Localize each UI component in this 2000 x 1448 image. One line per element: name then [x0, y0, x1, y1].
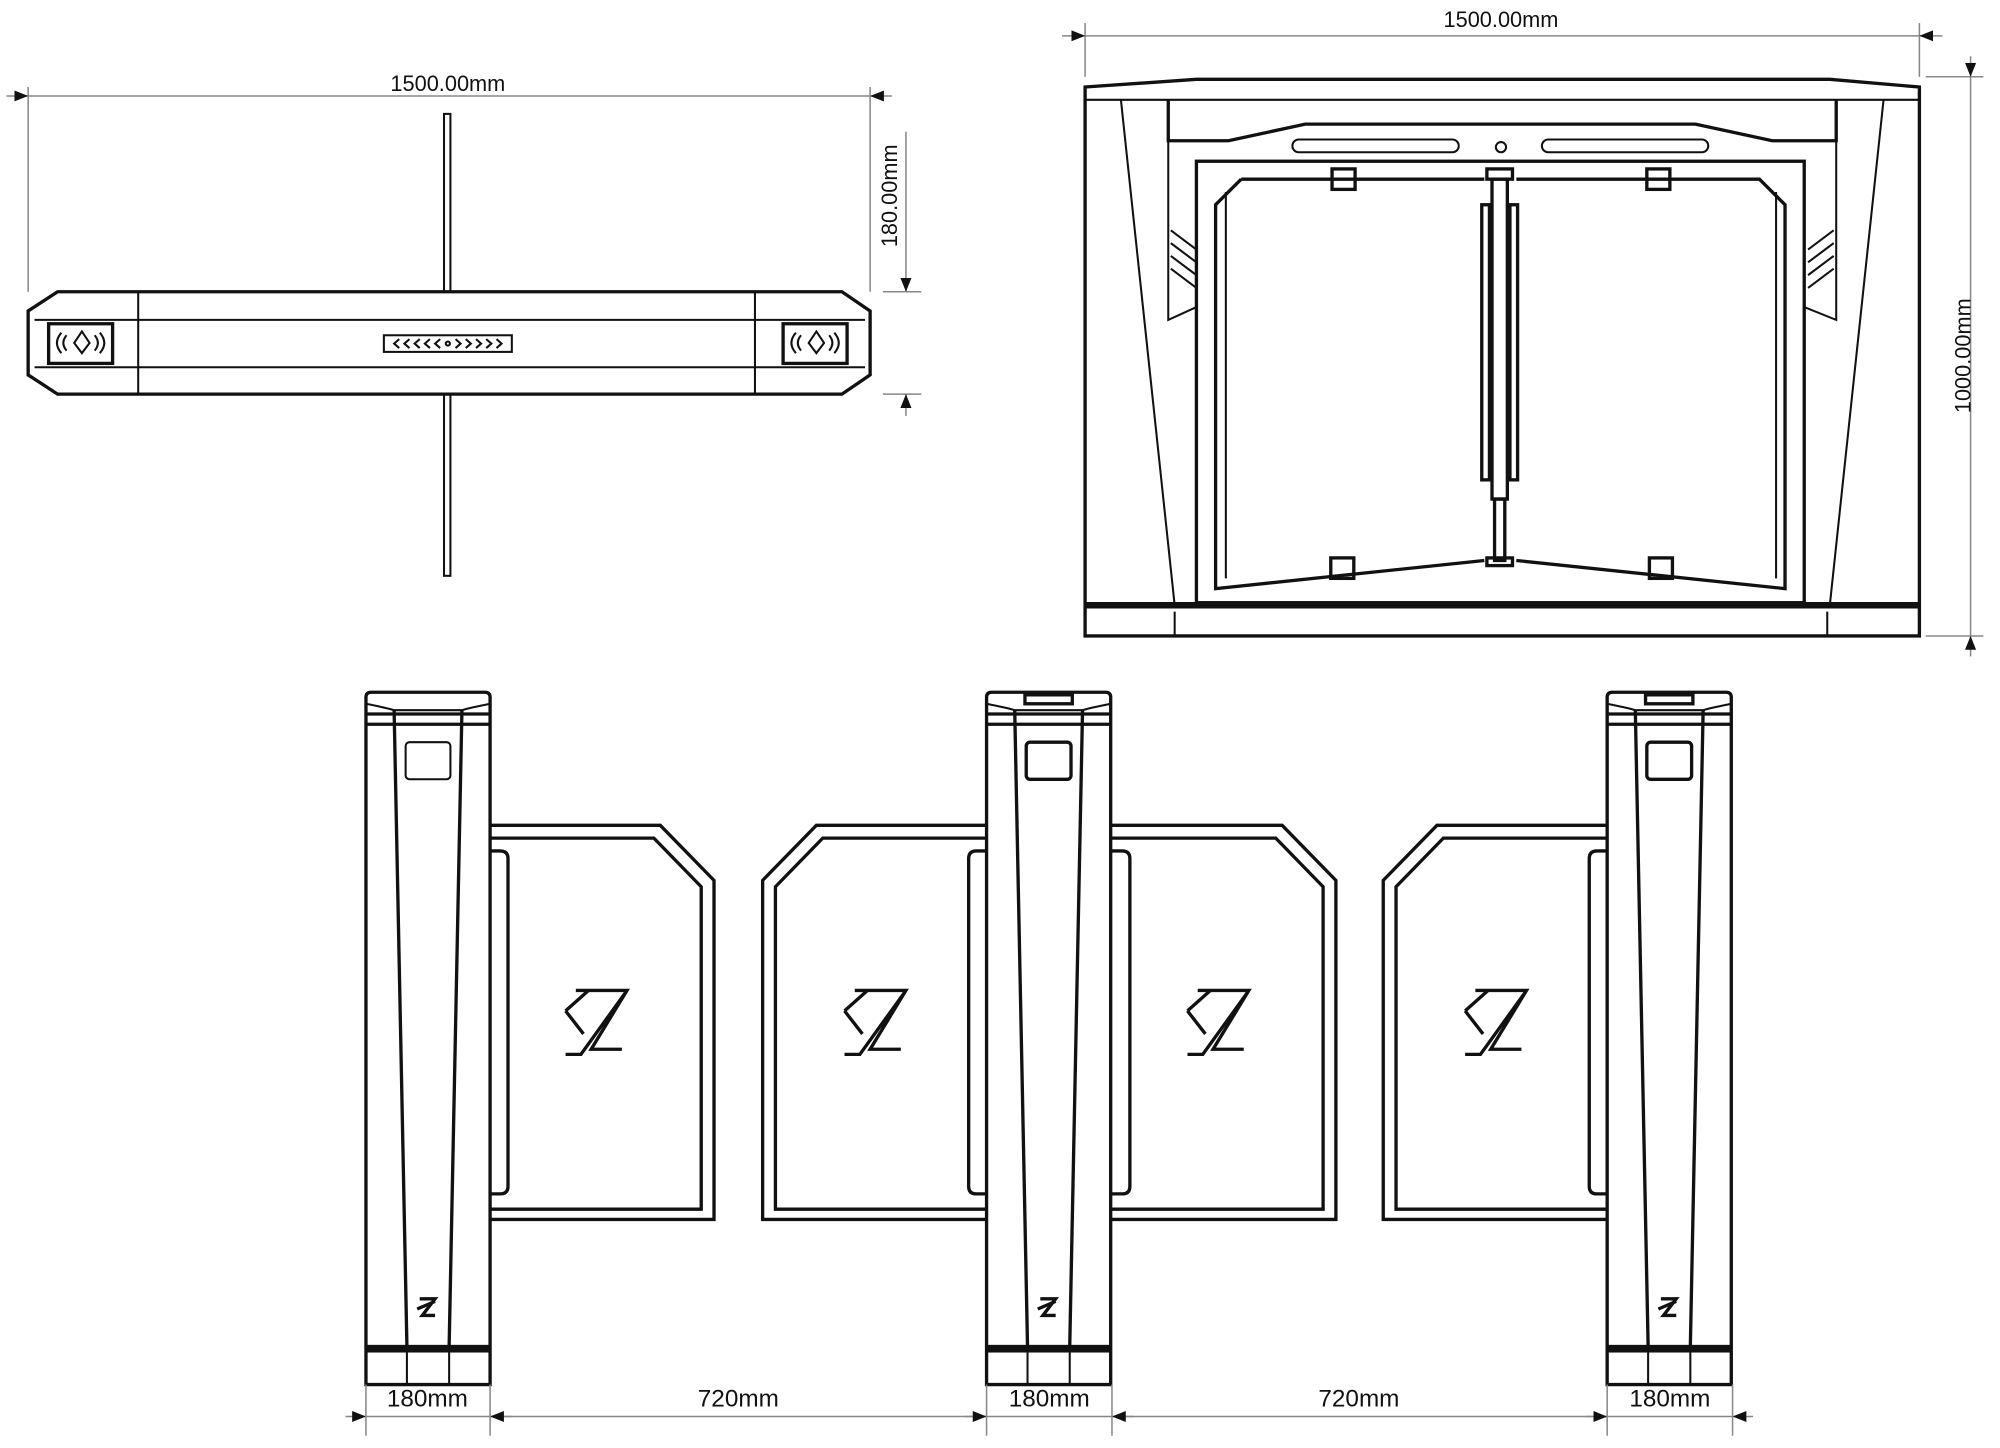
flap-holder: [1111, 849, 1132, 1196]
z-logo-icon: [416, 1297, 439, 1318]
flap-inner: [1394, 836, 1608, 1211]
turnstile-post: [984, 690, 1113, 1387]
flap-outer: [490, 823, 716, 1222]
flap-inner: [490, 836, 703, 1211]
z-logo-icon: [1186, 988, 1252, 1057]
turnstile-post: [364, 690, 492, 1387]
display-screen: [1024, 740, 1073, 781]
elevation-dimensions: 180mm 720mm 180mm 720mm 180mm: [345, 1384, 1754, 1436]
passage-window: [1194, 159, 1806, 605]
top-depth-dimension: 180.00mm: [877, 131, 922, 416]
dimension-label: 720mm: [698, 1385, 779, 1412]
glass-flap: [490, 823, 716, 1222]
direction-indicator-icon: [382, 334, 513, 353]
sensor-icon: [1494, 141, 1508, 154]
dimension-label: 720mm: [1318, 1385, 1399, 1412]
swing-arm-top: [442, 112, 452, 293]
top-view: 1500.00mm 180.00mm: [6, 71, 922, 577]
sensor-window: [1643, 693, 1695, 706]
front-width-dimension: 1500.00mm: [1062, 7, 1943, 77]
hinge-bracket: [1645, 167, 1672, 192]
flap-outer: [760, 823, 987, 1222]
light-slot: [1540, 138, 1710, 154]
light-slot: [1291, 138, 1460, 154]
front-frame: [1083, 77, 1922, 638]
z-logo-icon: [1657, 1297, 1680, 1318]
z-logo-icon: [843, 988, 909, 1057]
hinge-bracket: [1329, 556, 1356, 581]
turnstile-post: [1605, 690, 1733, 1387]
glass-flap: [760, 823, 987, 1222]
sensor-window: [1023, 693, 1074, 706]
display-screen: [1645, 740, 1694, 781]
flap-outer: [1381, 823, 1608, 1222]
glass-flap: [1111, 823, 1338, 1222]
swing-arm-bottom: [442, 393, 452, 577]
z-logo-icon: [564, 988, 630, 1057]
flap-outline: [1213, 177, 1787, 591]
elevation-view: [364, 690, 1733, 1387]
flap-holder: [1587, 849, 1608, 1196]
glass-flap: [1381, 823, 1608, 1222]
card-reader-icon: [46, 322, 115, 366]
top-depth-label: 180.00mm: [877, 144, 902, 247]
flap-holder: [966, 849, 987, 1196]
front-height-dimension: 1000.00mm: [1925, 56, 1984, 657]
cabinet-top: [26, 290, 872, 396]
base-band: [986, 1344, 1111, 1353]
flap-outer: [1111, 823, 1338, 1222]
card-reader-icon: [781, 322, 849, 366]
center-flaps: [1480, 167, 1520, 568]
dimension-label: 180mm: [387, 1385, 468, 1412]
post-body: [984, 690, 1113, 1387]
hinge-bracket: [1647, 556, 1675, 581]
front-height-label: 1000.00mm: [1951, 298, 1976, 413]
flap-inner: [1111, 836, 1325, 1211]
post-body: [364, 690, 492, 1387]
top-beam: [1166, 99, 1838, 143]
display-screen: [404, 741, 452, 781]
front-width-label: 1500.00mm: [1444, 7, 1559, 32]
front-view: 1500.00mm 1000.00mm: [1062, 7, 1984, 657]
dimension-label: 180mm: [1009, 1385, 1090, 1412]
dimension-label: 180mm: [1629, 1385, 1710, 1412]
z-logo-icon: [1037, 1297, 1060, 1318]
z-logo-icon: [1463, 988, 1530, 1057]
post-body: [1605, 690, 1733, 1387]
base-band: [365, 1344, 491, 1353]
flap-holder: [490, 849, 510, 1196]
hinge-bracket: [1330, 167, 1357, 192]
top-width-label: 1500.00mm: [390, 71, 505, 96]
top-width-dimension: 1500.00mm: [6, 71, 892, 292]
base-band: [1607, 1344, 1732, 1353]
flap-inner: [773, 836, 987, 1211]
